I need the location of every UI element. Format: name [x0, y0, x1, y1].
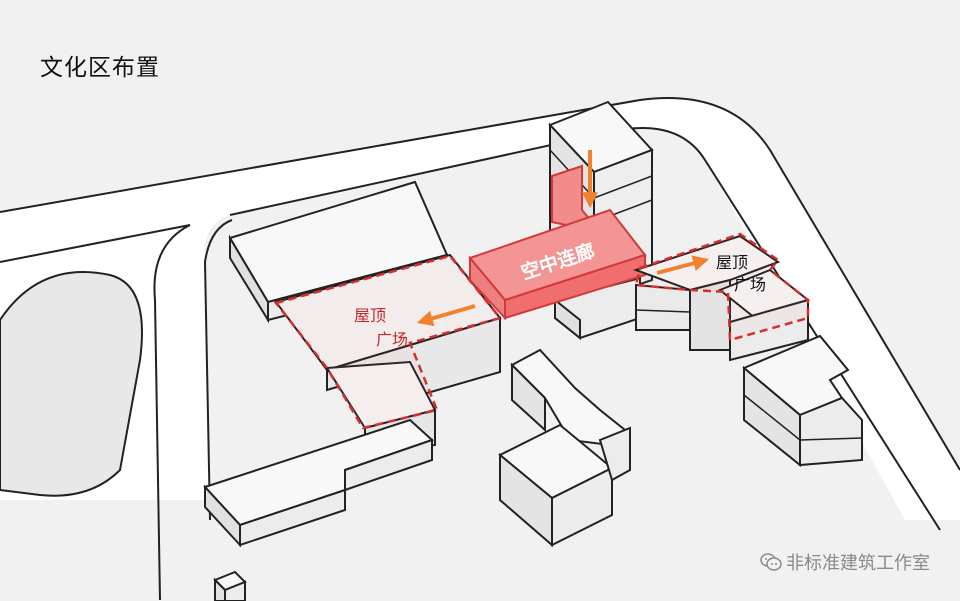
building-small-bottom	[213, 570, 247, 601]
rooftop-plaza-left-label-2: 广场	[376, 330, 408, 349]
rooftop-plaza-right-outline	[634, 232, 810, 342]
building-far-right	[742, 334, 863, 468]
building-bar-bottom-left	[203, 418, 434, 548]
left-landscape	[0, 271, 143, 497]
page-title: 文化区布置	[40, 55, 160, 81]
watermark-text: 非标准建筑工作室	[786, 553, 930, 574]
road-left-edge	[0, 224, 191, 601]
road	[0, 98, 960, 521]
building-center-bottom	[498, 348, 631, 548]
skywalk	[468, 208, 647, 321]
road-outer-edge	[0, 97, 960, 471]
rooftop-plaza-left-outline	[273, 254, 503, 430]
watermark: 非标准建筑工作室	[760, 549, 930, 575]
arrow-left	[416, 304, 476, 327]
rooftop-plaza-right-label-1: 屋顶	[716, 253, 748, 272]
arrow-right	[656, 255, 710, 275]
rooftop-plaza-left-label-1: 屋顶	[354, 306, 386, 325]
road-inner-edge	[619, 127, 941, 531]
rooftop-plaza-right-label-2: 广场	[734, 275, 766, 294]
building-left-podium	[274, 253, 502, 462]
wechat-icon	[760, 553, 782, 571]
